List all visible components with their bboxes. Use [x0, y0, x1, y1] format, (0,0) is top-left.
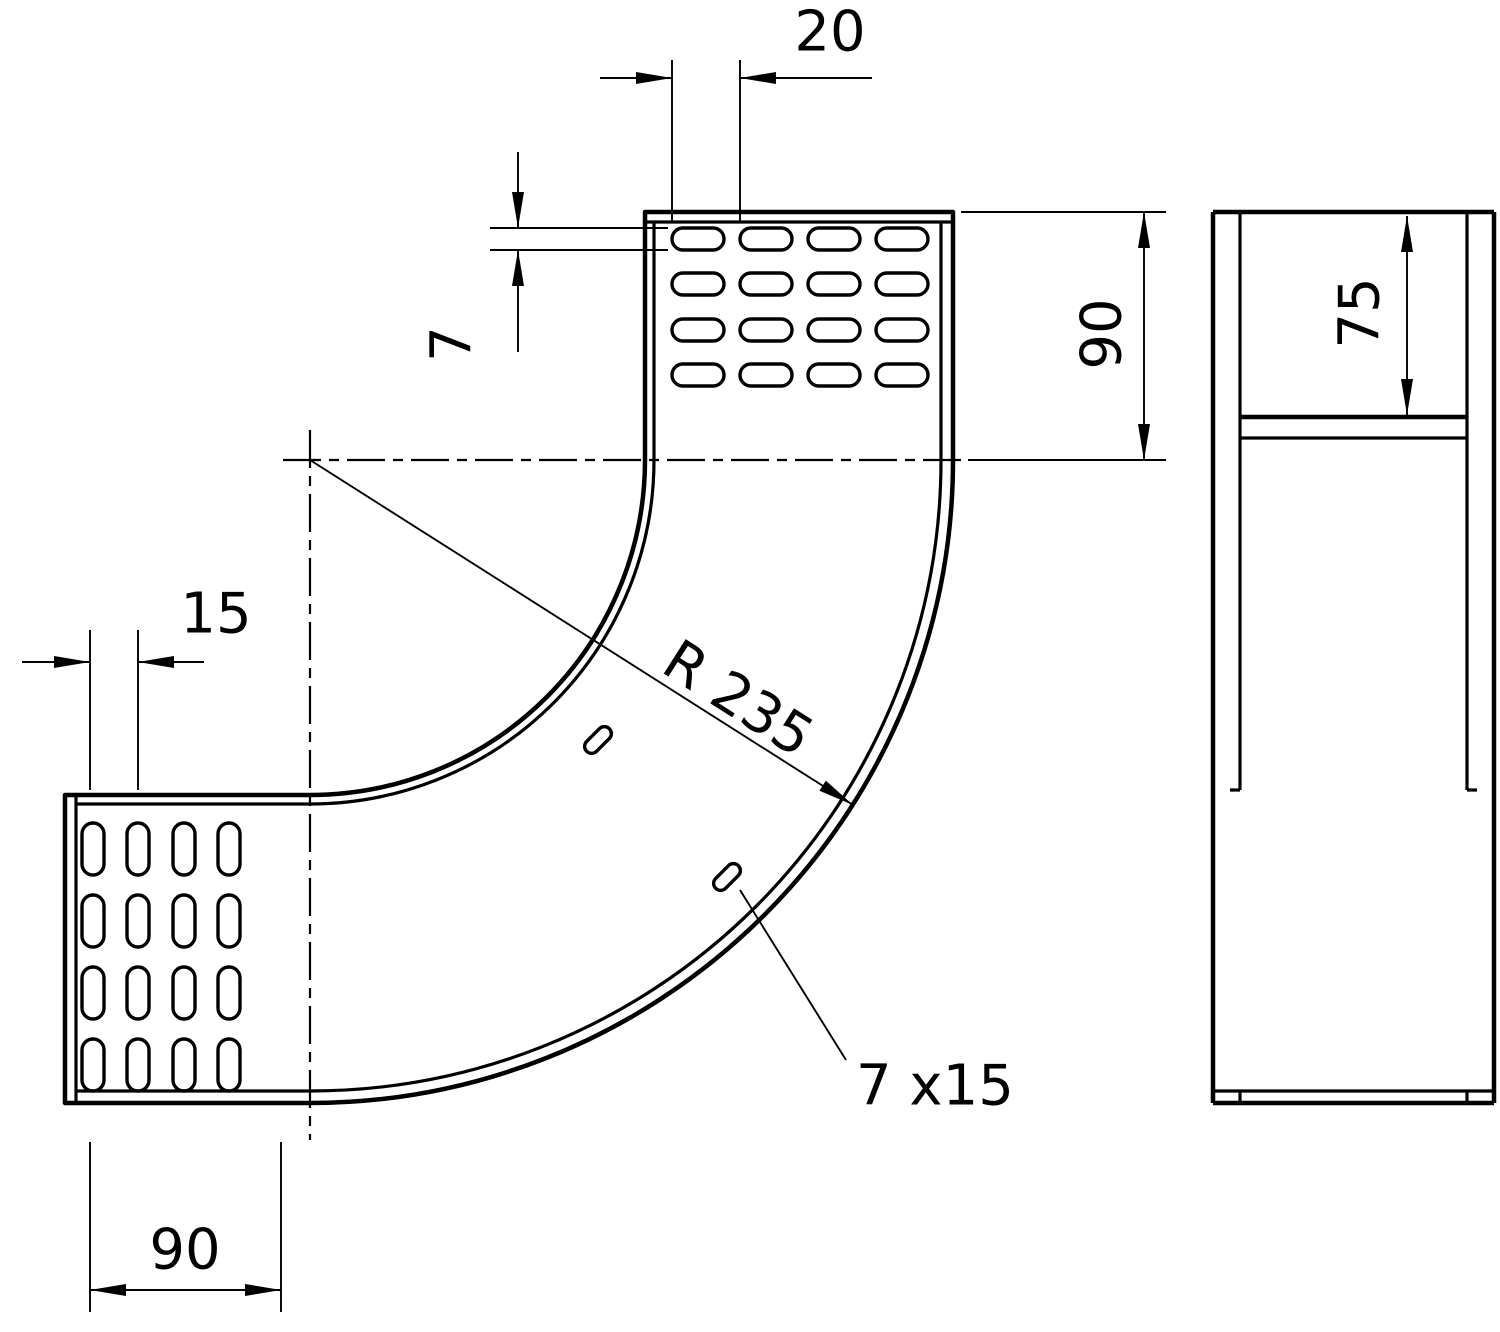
- slot: [670, 271, 726, 297]
- slot: [80, 965, 106, 1021]
- perforation-grid-left: [80, 821, 242, 1093]
- perforation-grid-top: [670, 226, 930, 388]
- slot: [806, 226, 862, 252]
- bend-outline: [62, 209, 956, 1106]
- slot: [874, 271, 930, 297]
- slot: [171, 1037, 197, 1093]
- dimensions: 20 7 90 75 15 90 R 235 7 x15: [22, 0, 1413, 1312]
- side-view: [1210, 209, 1497, 1106]
- slot: [738, 317, 794, 343]
- slot: [874, 317, 930, 343]
- leader-line: [739, 889, 847, 1061]
- slot: [125, 821, 151, 877]
- slot: [670, 317, 726, 343]
- dim-label-bend-radius: R 235: [652, 628, 825, 771]
- dim-label-bottom-width: 90: [149, 1218, 220, 1283]
- slot: [216, 893, 242, 949]
- slot: [738, 362, 794, 388]
- slot: [125, 893, 151, 949]
- side-right-inner-rail: [1465, 212, 1477, 792]
- slot: [670, 362, 726, 388]
- slot: [216, 821, 242, 877]
- inner-flange-line: [76, 222, 656, 806]
- dim-label-slot-width: 7: [420, 326, 485, 362]
- slot: [171, 893, 197, 949]
- slot: [80, 821, 106, 877]
- dim-label-left-slot-length: 15: [180, 582, 251, 647]
- slot: [738, 226, 794, 252]
- slot: [125, 965, 151, 1021]
- slot: [216, 965, 242, 1021]
- slot: [125, 1037, 151, 1093]
- slot: [171, 821, 197, 877]
- dim-label-slot-size: 7 x15: [856, 1054, 1014, 1119]
- slot: [806, 362, 862, 388]
- radius-dim-line: [309, 459, 854, 806]
- slot: [806, 317, 862, 343]
- dim-label-side-depth: 75: [1328, 277, 1393, 348]
- outer-flange-line: [76, 222, 943, 1093]
- slot: [738, 271, 794, 297]
- dim-label-top-pitch: 20: [794, 0, 865, 65]
- slot: [80, 1037, 106, 1093]
- bend-slot-inner: [582, 724, 614, 756]
- slot: [670, 226, 726, 252]
- slot: [80, 893, 106, 949]
- slot: [874, 226, 930, 252]
- slot: [582, 724, 614, 756]
- dim-label-right-height: 90: [1070, 298, 1135, 369]
- bend-slot-outer: [711, 861, 743, 893]
- slot: [806, 271, 862, 297]
- slot: [216, 1037, 242, 1093]
- slot: [874, 362, 930, 388]
- slot: [171, 965, 197, 1021]
- main-view-bend: [62, 209, 962, 1140]
- side-left-inner-rail: [1230, 212, 1242, 792]
- slot: [711, 861, 743, 893]
